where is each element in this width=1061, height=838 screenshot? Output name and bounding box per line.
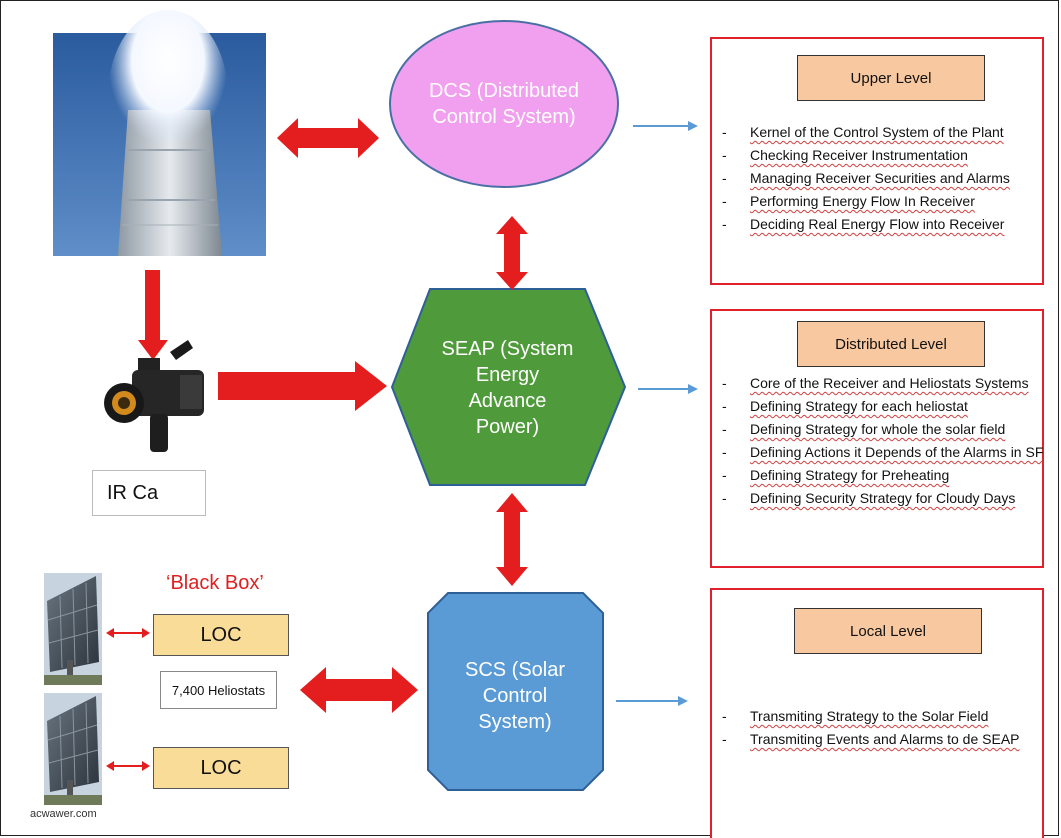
dcs-upper-level-arrow (633, 121, 698, 131)
ir-camera-label: IR Ca (92, 470, 206, 516)
black-box-label: ‘Black Box’ (166, 572, 264, 594)
list-item: -Transmiting Strategy to the Solar Field (722, 708, 989, 724)
scs-local-level-arrow (616, 696, 688, 706)
scs-node-label: SCS (Solar Control System) (430, 651, 600, 741)
list-item: -Defining Actions it Depends of the Alar… (722, 444, 1044, 460)
heliostat-photo (44, 573, 102, 685)
list-item: -Defining Strategy for Preheating (722, 467, 950, 483)
list-item: -Managing Receiver Securities and Alarms (722, 170, 1010, 186)
heliostat-photo-2 (44, 693, 102, 805)
receiver-tower-photo (53, 10, 266, 256)
list-item: -Kernel of the Control System of the Pla… (722, 124, 1004, 140)
thermal-camera-icon (104, 340, 204, 452)
loc-box-top: LOC (153, 614, 289, 656)
list-item: -Performing Energy Flow In Receiver (722, 193, 975, 209)
seap-label-line-4: Power) (475, 416, 540, 438)
seap-node-shape (390, 288, 627, 486)
seap-label-line-1: SEAP (System (441, 338, 574, 360)
distributed-level-list: -Core of the Receiver and Heliostats Sys… (722, 372, 1043, 510)
heliostats-scs-double-arrow (300, 667, 418, 713)
heliostats-count-box: 7,400 Heliostats (160, 671, 277, 709)
scs-label-line-3: System) (478, 711, 552, 733)
scs-label-line-2: Control (482, 685, 548, 707)
list-item: -Core of the Receiver and Heliostats Sys… (722, 375, 1029, 391)
list-item: -Deciding Real Energy Flow into Receiver (722, 216, 1005, 232)
distributed-level-title: Distributed Level (797, 321, 985, 367)
dcs-label-line-2: Control System) (432, 106, 576, 128)
local-level-title: Local Level (794, 608, 982, 654)
upper-level-list: -Kernel of the Control System of the Pla… (722, 121, 1010, 236)
tower-dcs-double-arrow (277, 118, 379, 158)
dcs-node-shape (389, 20, 619, 188)
tower-camera-arrow (138, 270, 168, 360)
dcs-label-line-1: DCS (Distributed (428, 80, 580, 102)
list-item: -Defining Security Strategy for Cloudy D… (722, 490, 1016, 506)
scs-node-shape (427, 592, 604, 791)
seap-label-line-3: Advance (468, 390, 547, 412)
seap-label-line-2: Energy (475, 364, 540, 386)
camera-seap-arrow (218, 361, 387, 411)
local-level-list: -Transmiting Strategy to the Solar Field… (722, 705, 1020, 751)
list-item: -Defining Strategy for whole the solar f… (722, 421, 1006, 437)
heliostat-loc-arrow-top (106, 628, 150, 638)
seap-scs-double-arrow (496, 493, 528, 586)
list-item: -Transmiting Events and Alarms to de SEA… (722, 731, 1020, 747)
list-item: -Defining Strategy for each heliostat (722, 398, 968, 414)
heliostat-loc-arrow-bottom (106, 761, 150, 771)
loc-box-bottom: LOC (153, 747, 289, 789)
list-item: -Checking Receiver Instrumentation (722, 147, 968, 163)
upper-level-title: Upper Level (797, 55, 985, 101)
seap-node-label: SEAP (System Energy Advance Power) (420, 330, 595, 446)
dcs-seap-double-arrow (496, 216, 528, 290)
dcs-node-label: DCS (Distributed Control System) (404, 64, 604, 144)
seap-distributed-level-arrow (638, 384, 698, 394)
image-credit: acwawer.com (30, 808, 97, 820)
scs-label-line-1: SCS (Solar (464, 659, 566, 681)
